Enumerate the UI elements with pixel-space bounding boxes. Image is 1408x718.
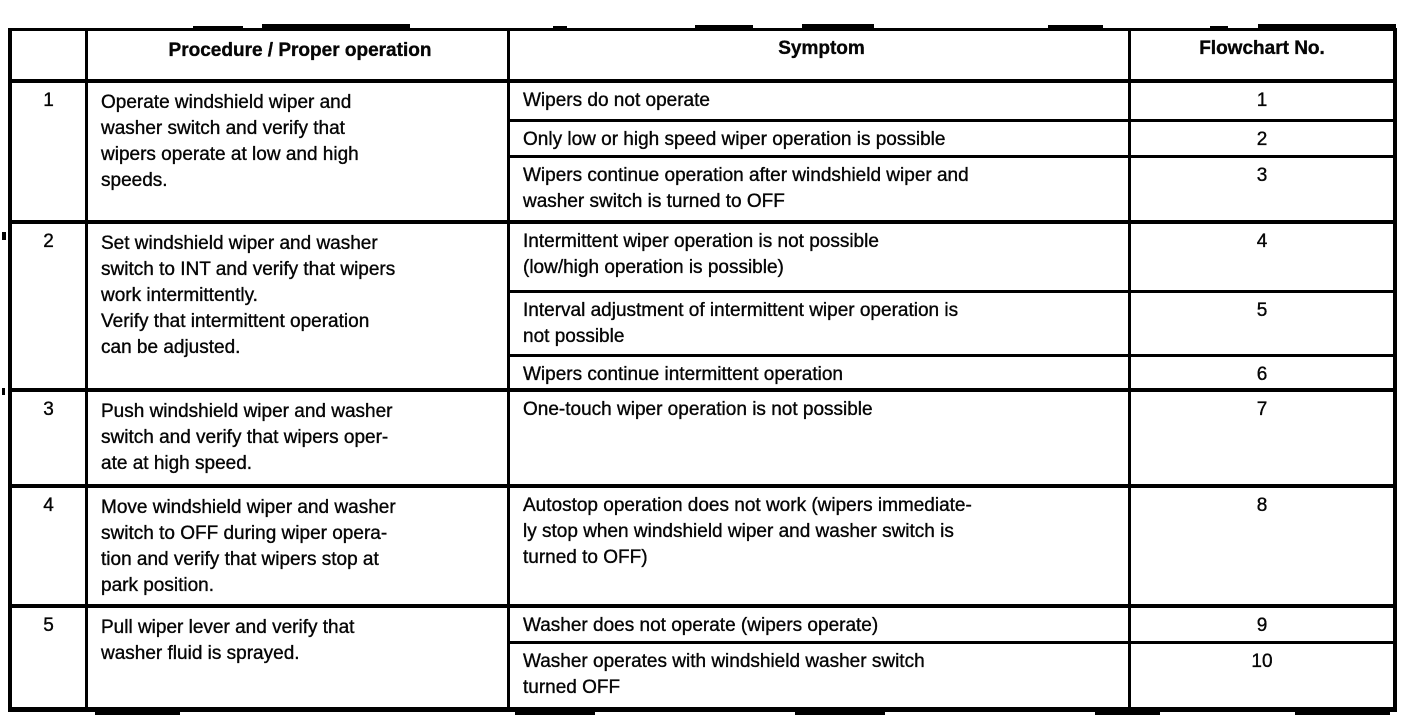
symptom-cell: Wipers do not operate: [510, 83, 1131, 119]
symptom-row: Intermittent wiper operation is not poss…: [510, 224, 1393, 293]
table-header-row: Procedure / Proper operation Symptom Flo…: [12, 31, 1393, 83]
scan-artifact: [695, 25, 753, 29]
symptom-cell: Interval adjustment of intermittent wipe…: [510, 293, 1131, 354]
symptom-group: One-touch wiper operation is not possibl…: [510, 392, 1393, 484]
symptom-row: Wipers continue operation after windshie…: [510, 158, 1393, 220]
symptom-cell: Wipers continue intermittent operation: [510, 357, 1131, 388]
symptom-group: Wipers do not operate 1 Only low or high…: [510, 83, 1393, 220]
header-step: [12, 31, 88, 79]
symptom-group: Intermittent wiper operation is not poss…: [510, 224, 1393, 388]
procedure-group-4: 4 Move windshield wiper and washer switc…: [12, 488, 1393, 608]
scan-artifact: [2, 388, 5, 395]
symptom-cell: Autostop operation does not work (wipers…: [510, 488, 1131, 604]
symptom-cell: Only low or high speed wiper operation i…: [510, 122, 1131, 155]
symptom-cell: One-touch wiper operation is not possibl…: [510, 392, 1131, 484]
scan-artifact: [1210, 26, 1228, 29]
procedure-cell: Set windshield wiper and washer switch t…: [88, 224, 510, 388]
symptom-group: Washer does not operate (wipers operate)…: [510, 608, 1393, 707]
procedure-cell: Move windshield wiper and washer switch …: [88, 488, 510, 604]
symptom-cell: Intermittent wiper operation is not poss…: [510, 224, 1131, 290]
procedure-cell: Push windshield wiper and washer switch …: [88, 392, 510, 484]
scan-artifact: [1295, 711, 1390, 715]
symptom-row: Wipers continue intermittent operation 6: [510, 357, 1393, 388]
step-number: 3: [12, 392, 88, 484]
scan-artifact: [553, 26, 567, 29]
header-flowchart-no: Flowchart No.: [1199, 38, 1325, 59]
symptom-group: Autostop operation does not work (wipers…: [510, 488, 1393, 604]
scan-artifact: [795, 711, 885, 715]
symptom-row: One-touch wiper operation is not possibl…: [510, 392, 1393, 484]
wiper-troubleshooting-table: Procedure / Proper operation Symptom Flo…: [8, 28, 1397, 712]
procedure-cell: Pull wiper lever and verify that washer …: [88, 608, 510, 707]
header-symptom: Symptom: [510, 31, 1131, 79]
procedure-cell: Operate windshield wiper and washer swit…: [88, 83, 510, 220]
scan-artifact: [1095, 711, 1160, 715]
symptom-row: Only low or high speed wiper operation i…: [510, 122, 1393, 158]
procedure-group-1: 1 Operate windshield wiper and washer sw…: [12, 83, 1393, 224]
scan-artifact: [2, 232, 6, 240]
scan-artifact: [802, 24, 874, 29]
flowchart-number: 5: [1256, 300, 1268, 321]
symptom-cell: Washer operates with windshield washer s…: [510, 644, 1131, 707]
symptom-cell: Washer does not operate (wipers operate): [510, 608, 1131, 641]
step-number: 5: [12, 608, 88, 707]
header-procedure: Procedure / Proper operation: [88, 31, 510, 79]
procedure-group-3: 3 Push windshield wiper and washer switc…: [12, 392, 1393, 488]
flowchart-number: 7: [1256, 399, 1268, 420]
procedure-group-5: 5 Pull wiper lever and verify that washe…: [12, 608, 1393, 707]
procedure-group-2: 2 Set windshield wiper and washer switch…: [12, 224, 1393, 392]
symptom-row: Interval adjustment of intermittent wipe…: [510, 293, 1393, 357]
symptom-row: Wipers do not operate 1: [510, 83, 1393, 122]
symptom-cell: Wipers continue operation after windshie…: [510, 158, 1131, 220]
step-number: 2: [12, 224, 88, 388]
symptom-row: Washer does not operate (wipers operate)…: [510, 608, 1393, 644]
symptom-row: Autostop operation does not work (wipers…: [510, 488, 1393, 604]
flowchart-number: 2: [1256, 129, 1268, 150]
flowchart-number: 3: [1256, 165, 1268, 186]
flowchart-number: 8: [1256, 495, 1268, 516]
scan-artifact: [95, 711, 180, 715]
step-number: 1: [12, 83, 88, 220]
scan-artifact: [1048, 25, 1103, 29]
flowchart-number: 6: [1256, 364, 1268, 385]
flowchart-number: 4: [1256, 231, 1268, 252]
scan-artifact: [1258, 24, 1396, 29]
scan-artifact: [262, 24, 410, 29]
symptom-row: Washer operates with windshield washer s…: [510, 644, 1393, 707]
flowchart-number: 9: [1256, 615, 1268, 636]
step-number: 4: [12, 488, 88, 604]
flowchart-number: 10: [1251, 651, 1273, 672]
flowchart-number: 1: [1256, 90, 1268, 111]
scan-artifact: [193, 26, 243, 29]
scan-artifact: [515, 711, 595, 715]
